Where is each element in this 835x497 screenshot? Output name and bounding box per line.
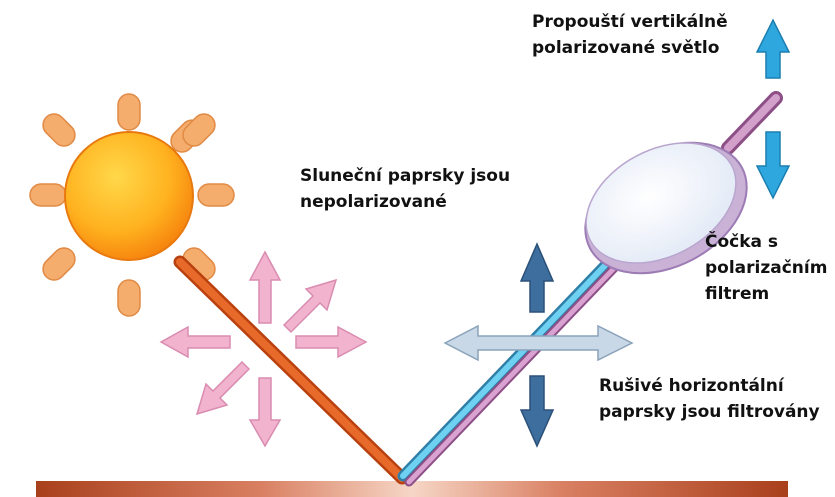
sun-rays-label: Sluneční paprsky jsou nepolarizované [300,163,510,215]
horizontal-rays-label: Rušivé horizontální paprsky jsou filtrov… [599,373,820,425]
lens-label: Čočka s polarizačním filtrem [705,229,827,307]
vertical-light-label: Propouští vertikálně polarizované světlo [532,9,728,61]
